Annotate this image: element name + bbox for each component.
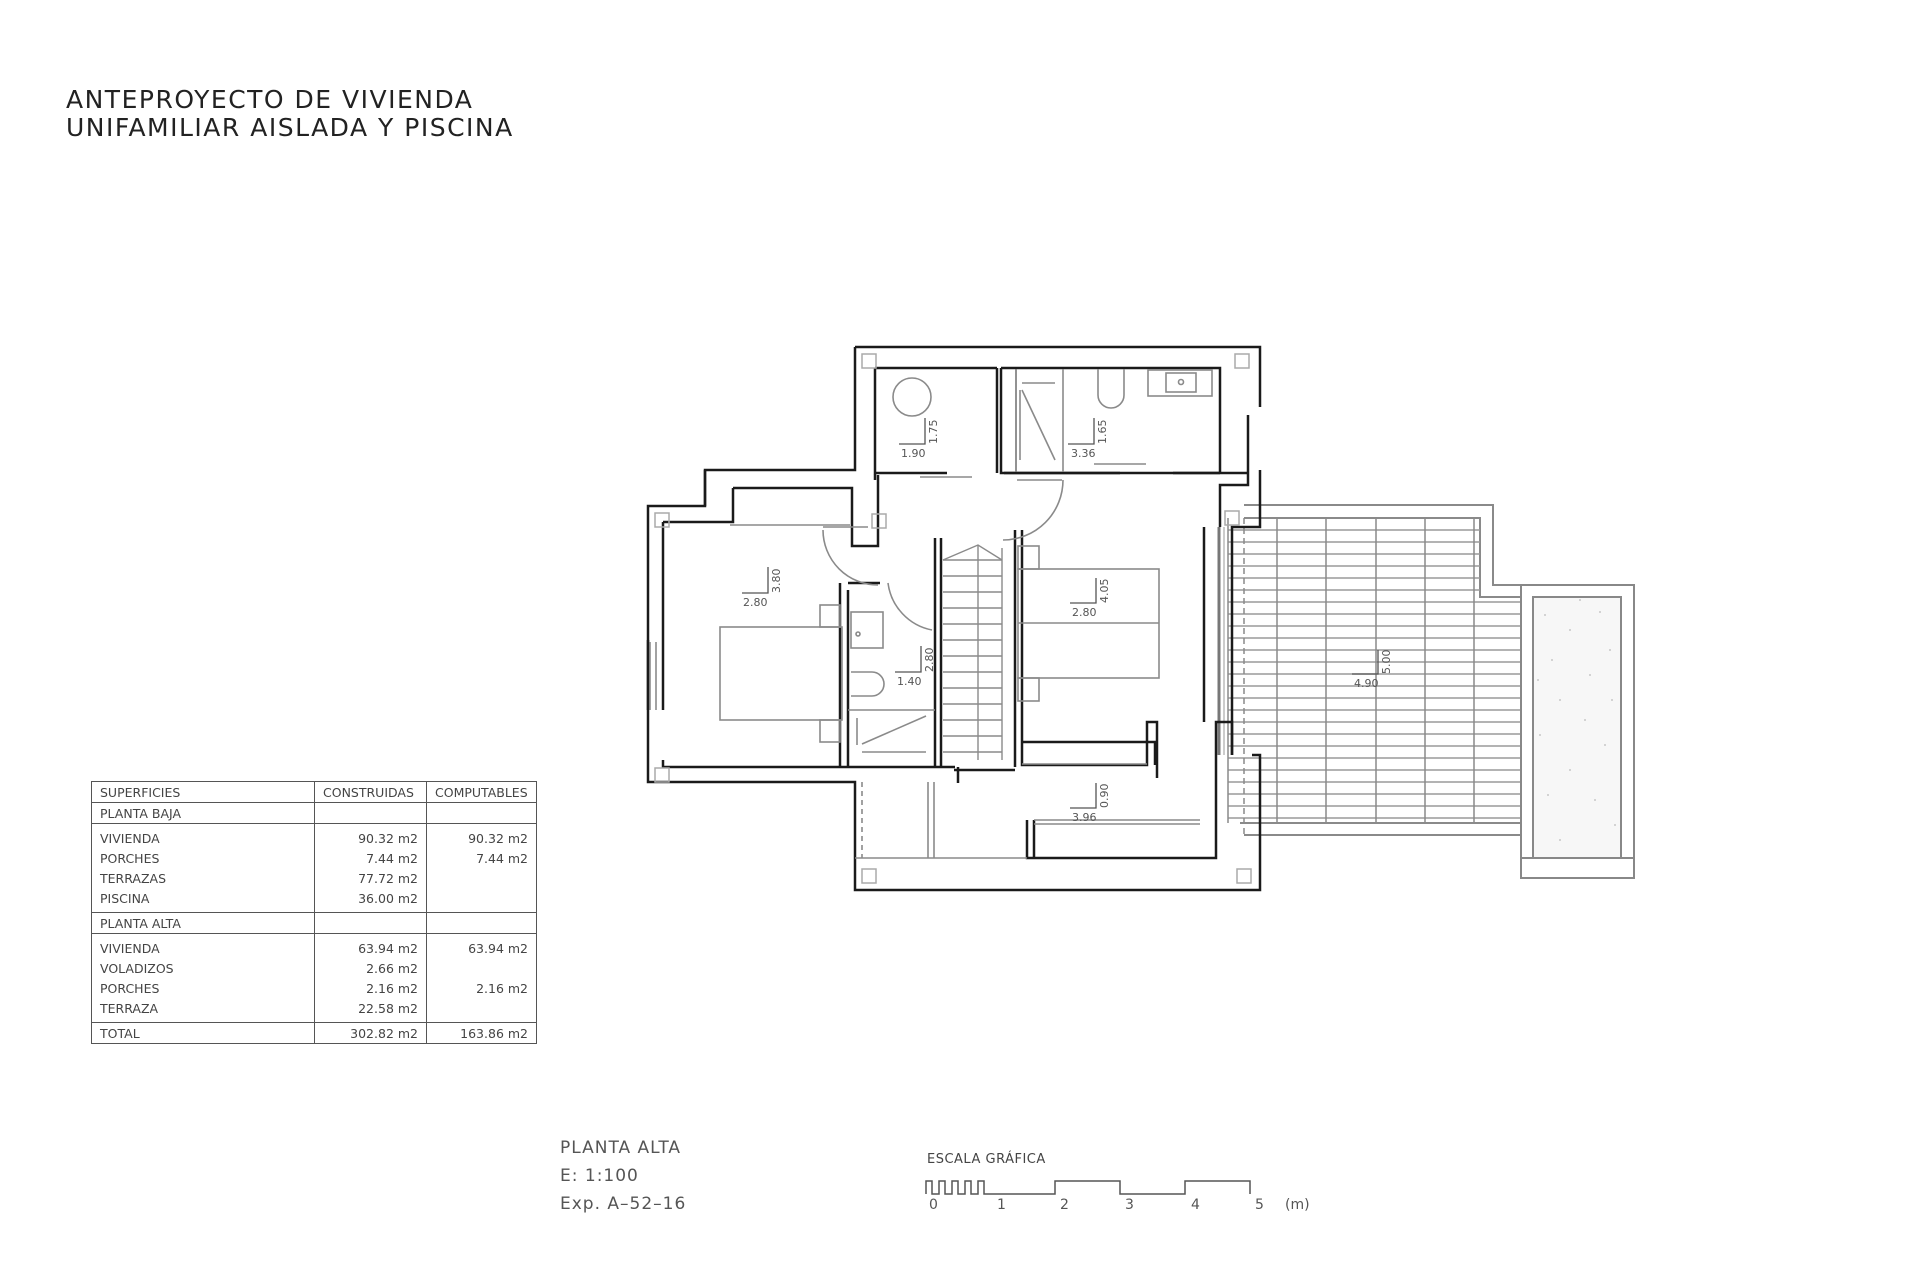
row-construidas: 22.58 m2 xyxy=(314,998,427,1023)
dim-bedroom-left-depth: 3.80 xyxy=(770,569,783,594)
dim-terrace-width: 4.90 xyxy=(1354,677,1379,690)
total-computables: 163.86 m2 xyxy=(426,1022,537,1044)
scale-tick-0: 0 xyxy=(929,1197,938,1213)
project-title-line-1: ANTEPROYECTO DE VIVIENDA xyxy=(66,85,474,114)
dim-hall-width: 3.96 xyxy=(1072,811,1097,824)
row-computables xyxy=(426,868,537,888)
row-construidas: 77.72 m2 xyxy=(314,868,427,888)
dim-bath2-depth: 1.65 xyxy=(1096,420,1109,445)
project-title-line-2: UNIFAMILIAR AISLADA Y PISCINA xyxy=(66,113,514,142)
row-construidas: 7.44 m2 xyxy=(314,848,427,868)
section-label: PLANTA BAJA xyxy=(91,802,315,824)
header-construidas: CONSTRUIDAS xyxy=(314,781,427,803)
scale-tick-5: 5 xyxy=(1255,1197,1264,1213)
scale-tick-3: 3 xyxy=(1125,1197,1134,1213)
header-superficies: SUPERFICIES xyxy=(91,781,315,803)
structural-columns xyxy=(654,353,1252,884)
total-label: TOTAL xyxy=(91,1022,315,1044)
row-computables: 63.94 m2 xyxy=(426,933,537,958)
row-label: VOLADIZOS xyxy=(91,958,315,978)
section-row-planta-baja: PLANTA BAJA xyxy=(91,802,537,824)
pool-water-texture xyxy=(1537,599,1616,841)
row-computables: 2.16 m2 xyxy=(426,978,537,998)
plan-scale: E: 1:100 xyxy=(560,1166,639,1186)
table-row: PISCINA 36.00 m2 xyxy=(91,888,537,913)
dim-bath1-width: 1.90 xyxy=(901,447,926,460)
scale-tick-4: 4 xyxy=(1191,1197,1200,1213)
header-computables: COMPUTABLES xyxy=(426,781,537,803)
row-label: PORCHES xyxy=(91,978,315,998)
scale-tick-2: 2 xyxy=(1060,1197,1069,1213)
row-label: TERRAZAS xyxy=(91,868,315,888)
dim-bedroom-right-width: 2.80 xyxy=(1072,606,1097,619)
row-label: PORCHES xyxy=(91,848,315,868)
table-row: VIVIENDA 63.94 m2 63.94 m2 xyxy=(91,933,537,958)
row-label: VIVIENDA xyxy=(91,933,315,958)
total-construidas: 302.82 m2 xyxy=(314,1022,427,1044)
terrace-deck xyxy=(1217,504,1634,836)
table-row: TERRAZA 22.58 m2 xyxy=(91,998,537,1023)
plan-name: PLANTA ALTA xyxy=(560,1138,682,1158)
table-row: TERRAZAS 77.72 m2 xyxy=(91,868,537,888)
row-construidas: 36.00 m2 xyxy=(314,888,427,913)
swimming-pool xyxy=(1520,584,1635,879)
expedient-number: Exp. A–52–16 xyxy=(560,1194,687,1214)
dimension-markers xyxy=(742,418,1379,809)
dim-terrace-depth: 5.00 xyxy=(1380,650,1393,675)
row-label: PISCINA xyxy=(91,888,315,913)
house-walls xyxy=(646,345,1262,892)
row-construidas: 2.16 m2 xyxy=(314,978,427,998)
dim-ensuite-width: 1.40 xyxy=(897,675,922,688)
dim-hall-depth: 0.90 xyxy=(1098,784,1111,809)
row-construidas: 90.32 m2 xyxy=(314,823,427,848)
table-row: VOLADIZOS 2.66 m2 xyxy=(91,958,537,978)
graphic-scale-bar xyxy=(925,1180,1251,1195)
surfaces-table: SUPERFICIES CONSTRUIDAS COMPUTABLES PLAN… xyxy=(91,781,537,1044)
project-title: ANTEPROYECTO DE VIVIENDA UNIFAMILIAR AIS… xyxy=(66,86,514,142)
dim-bedroom-left-width: 2.80 xyxy=(743,596,768,609)
table-row: PORCHES 2.16 m2 2.16 m2 xyxy=(91,978,537,998)
row-computables: 90.32 m2 xyxy=(426,823,537,848)
dim-bath2-width: 3.36 xyxy=(1071,447,1096,460)
section-row-planta-alta: PLANTA ALTA xyxy=(91,912,537,934)
fixtures-and-furniture xyxy=(649,369,1213,859)
scale-tick-1: 1 xyxy=(997,1197,1006,1213)
scale-unit: (m) xyxy=(1285,1197,1310,1213)
table-header-row: SUPERFICIES CONSTRUIDAS COMPUTABLES xyxy=(91,781,537,803)
graphic-scale-label: ESCALA GRÁFICA xyxy=(927,1152,1046,1167)
row-computables xyxy=(426,888,537,913)
dim-bedroom-right-depth: 4.05 xyxy=(1098,579,1111,604)
section-label: PLANTA ALTA xyxy=(91,912,315,934)
table-row: PORCHES 7.44 m2 7.44 m2 xyxy=(91,848,537,868)
row-label: TERRAZA xyxy=(91,998,315,1023)
row-label: VIVIENDA xyxy=(91,823,315,848)
row-construidas: 2.66 m2 xyxy=(314,958,427,978)
dimension-labels: 1.90 1.75 3.36 1.65 2.80 3.80 1.40 2.80 … xyxy=(743,420,1393,825)
dim-ensuite-depth: 2.80 xyxy=(923,648,936,673)
dim-bath1-depth: 1.75 xyxy=(927,420,940,445)
total-row: TOTAL 302.82 m2 163.86 m2 xyxy=(91,1022,537,1044)
row-computables xyxy=(426,998,537,1023)
row-computables xyxy=(426,958,537,978)
row-construidas: 63.94 m2 xyxy=(314,933,427,958)
table-row: VIVIENDA 90.32 m2 90.32 m2 xyxy=(91,823,537,848)
row-computables: 7.44 m2 xyxy=(426,848,537,868)
